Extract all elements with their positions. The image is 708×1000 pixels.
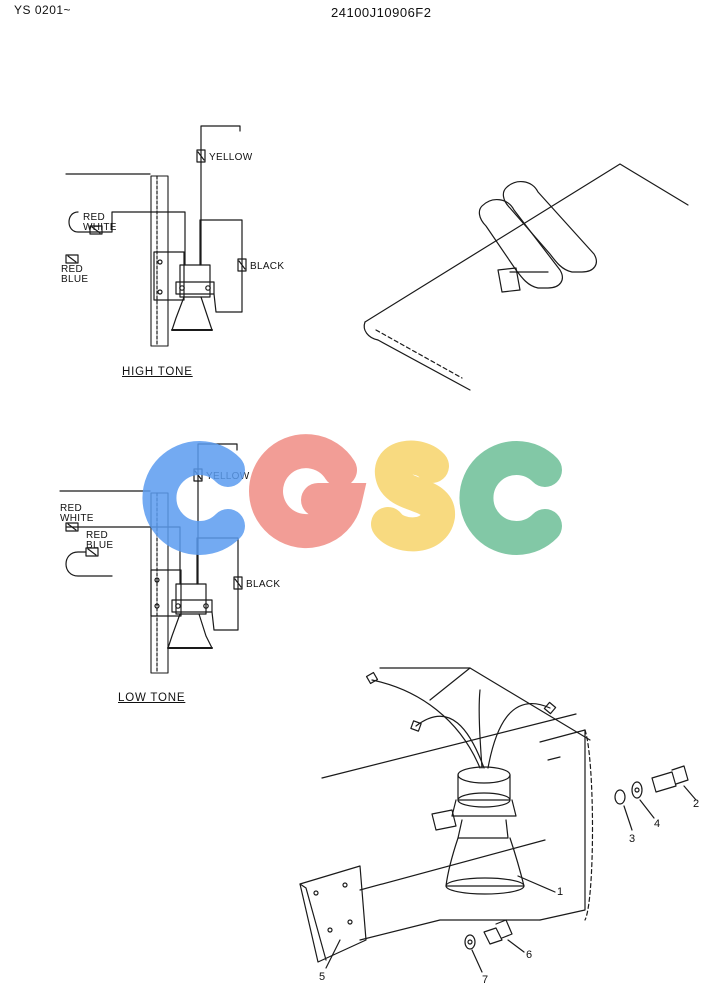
high-tone-red-blue-label-2: BLUE bbox=[61, 274, 89, 285]
part-number: 24100J10906F2 bbox=[331, 5, 432, 20]
callout-6: 6 bbox=[526, 949, 533, 961]
high-tone-red-white-label-2: WHITE bbox=[83, 222, 117, 233]
watermark-letter-s bbox=[371, 440, 455, 552]
low-tone-red-white-label-2: WHITE bbox=[60, 513, 94, 524]
high-tone-caption: HIGH TONE bbox=[122, 366, 193, 378]
callout-7: 7 bbox=[482, 974, 489, 986]
low-tone-red-blue-label-1: RED bbox=[86, 530, 109, 541]
high-tone-diagram bbox=[65, 125, 247, 347]
low-tone-red-white-label-1: RED bbox=[60, 503, 83, 514]
callout-4: 4 bbox=[654, 818, 661, 830]
callout-2: 2 bbox=[693, 798, 700, 810]
callout-1: 1 bbox=[557, 886, 564, 898]
horn-exploded-view bbox=[299, 667, 697, 973]
watermark-letter-c-2 bbox=[459, 441, 562, 555]
low-tone-caption: LOW TONE bbox=[118, 692, 186, 704]
low-tone-diagram bbox=[59, 443, 243, 674]
callout-3: 3 bbox=[629, 833, 636, 845]
watermark-letter-g bbox=[249, 434, 367, 549]
low-tone-black-label: BLACK bbox=[246, 579, 281, 590]
high-tone-yellow-label: YELLOW bbox=[209, 152, 253, 163]
pedal-view bbox=[363, 163, 689, 391]
serial-range: YS 0201~ bbox=[14, 3, 72, 17]
low-tone-red-blue-label-2: BLUE bbox=[86, 540, 114, 551]
high-tone-red-blue-label-1: RED bbox=[61, 264, 84, 275]
high-tone-red-white-label-1: RED bbox=[83, 212, 106, 223]
high-tone-black-label: BLACK bbox=[250, 261, 285, 272]
watermark-letter-c-1 bbox=[142, 441, 245, 555]
callout-5: 5 bbox=[319, 971, 326, 983]
